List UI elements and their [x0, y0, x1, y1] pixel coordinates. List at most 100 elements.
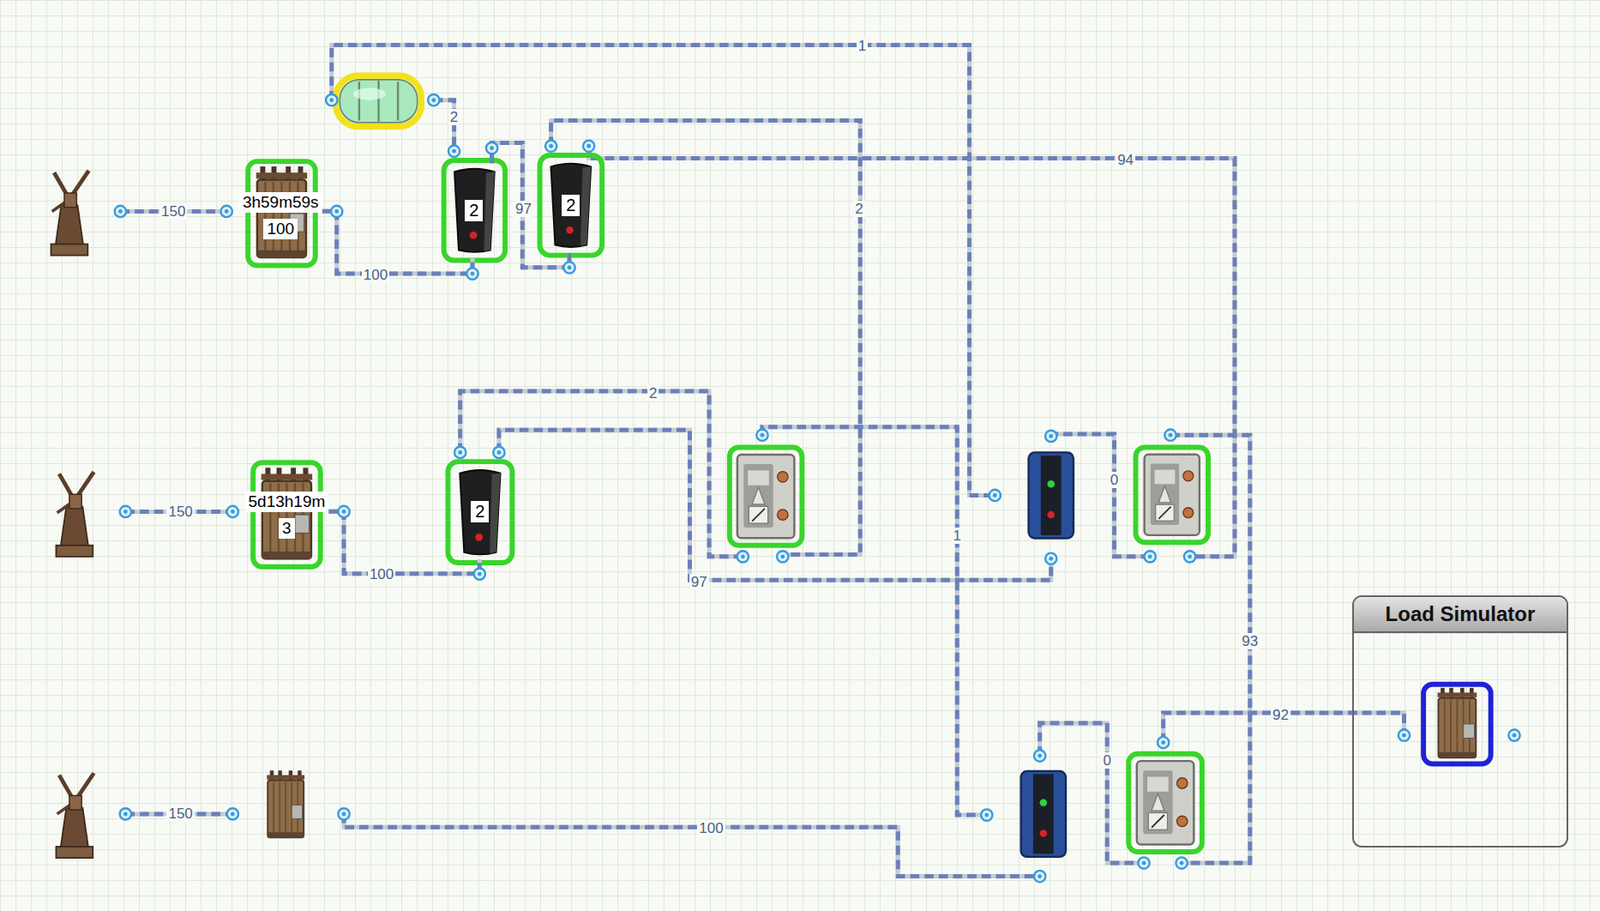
battery-status: 100: [263, 218, 298, 240]
wire: [343, 813, 1041, 877]
battery-icon: [261, 467, 313, 559]
port: [1137, 856, 1149, 868]
port: [989, 489, 1001, 501]
port: [1398, 729, 1410, 741]
port: [486, 142, 498, 154]
active-outline: [729, 446, 802, 545]
battery-status: 3: [278, 517, 295, 539]
wire: [460, 390, 744, 557]
active-outline: [1136, 446, 1209, 542]
port: [1508, 729, 1520, 741]
port: [325, 94, 337, 106]
wire-value: 97: [689, 573, 710, 590]
light-icon: [339, 79, 417, 123]
active-outline: [447, 461, 512, 563]
port: [474, 567, 486, 579]
windmill-icon: [55, 772, 94, 858]
wire-value: 150: [159, 203, 187, 220]
port: [227, 807, 239, 819]
wire-value: 2: [647, 384, 659, 402]
port: [1184, 550, 1196, 562]
blocker-icon: [1021, 770, 1066, 857]
wire-value: 2: [448, 108, 460, 126]
windmill-icon: [51, 170, 90, 256]
active-outline: [1128, 753, 1203, 852]
branch-node: 2: [450, 463, 511, 560]
wire-value: 0: [1100, 751, 1113, 769]
port: [1157, 736, 1169, 748]
port: [1045, 553, 1057, 565]
wire: [551, 120, 861, 554]
wire: [433, 100, 455, 152]
port: [448, 145, 460, 157]
wire-connector: [322, 210, 473, 274]
branch-icon: [459, 469, 500, 554]
port: [545, 140, 557, 152]
battery-status: 3h59m59s: [239, 192, 323, 213]
wire: [343, 813, 1041, 877]
port: [1034, 749, 1046, 761]
port: [776, 550, 788, 562]
wire-value: 2: [853, 200, 865, 217]
wire: [499, 429, 1052, 580]
port: [120, 505, 132, 518]
wire-value: 100: [367, 565, 396, 583]
port: [337, 807, 349, 819]
splitter-icon: [1136, 760, 1195, 844]
branch-amount: 2: [470, 500, 489, 523]
wire: [589, 145, 1235, 557]
port: [1144, 550, 1156, 562]
branch-icon: [550, 163, 591, 247]
wire-value: 150: [166, 805, 194, 822]
windmill-icon: [55, 471, 94, 557]
branch-amount: 2: [464, 199, 483, 222]
active-outline: [252, 462, 321, 566]
load-outline: [1423, 684, 1492, 764]
wire-bases: [120, 44, 1404, 876]
wire-value: 93: [1239, 632, 1260, 650]
battery-node: 5d13h19m3: [245, 491, 330, 539]
active-outline: [444, 160, 506, 261]
light-icon: [358, 81, 361, 121]
port: [1175, 856, 1187, 868]
port: [1164, 429, 1176, 441]
port: [120, 807, 132, 819]
wire-value: 150: [166, 503, 194, 520]
wire-value: 92: [1270, 706, 1291, 723]
wire: [331, 44, 996, 495]
wire: [762, 427, 987, 815]
battery-node: 3h59m59s 100: [239, 192, 323, 240]
port: [1034, 870, 1046, 882]
port: [493, 446, 505, 458]
wire-base: [492, 143, 570, 268]
wire: [762, 427, 987, 815]
panel-heading: Load Simulator: [1385, 601, 1536, 626]
wire-value: 0: [1108, 471, 1120, 488]
port: [221, 205, 233, 217]
port: [737, 550, 749, 562]
battery-icon: [1437, 687, 1478, 758]
branch-node: 2: [541, 157, 601, 253]
load-simulator-panel: Load Simulator: [1352, 595, 1569, 848]
wire-value: 94: [1115, 151, 1136, 169]
port: [563, 261, 575, 273]
port: [454, 446, 466, 458]
port: [337, 505, 349, 518]
splitter-icon: [737, 454, 795, 538]
port: [114, 205, 127, 217]
port: [583, 140, 595, 152]
light-outline: [336, 75, 422, 127]
active-outline: [540, 155, 603, 256]
wire-value: 1: [951, 527, 963, 544]
active-outline: [247, 161, 316, 265]
light-icon: [353, 87, 386, 100]
wire-base: [328, 511, 480, 574]
port: [330, 205, 343, 217]
branch-node: 2: [445, 162, 502, 259]
wire-value: 1: [856, 37, 868, 55]
wire-value: 97: [513, 200, 534, 217]
wire-dash: [492, 143, 570, 268]
